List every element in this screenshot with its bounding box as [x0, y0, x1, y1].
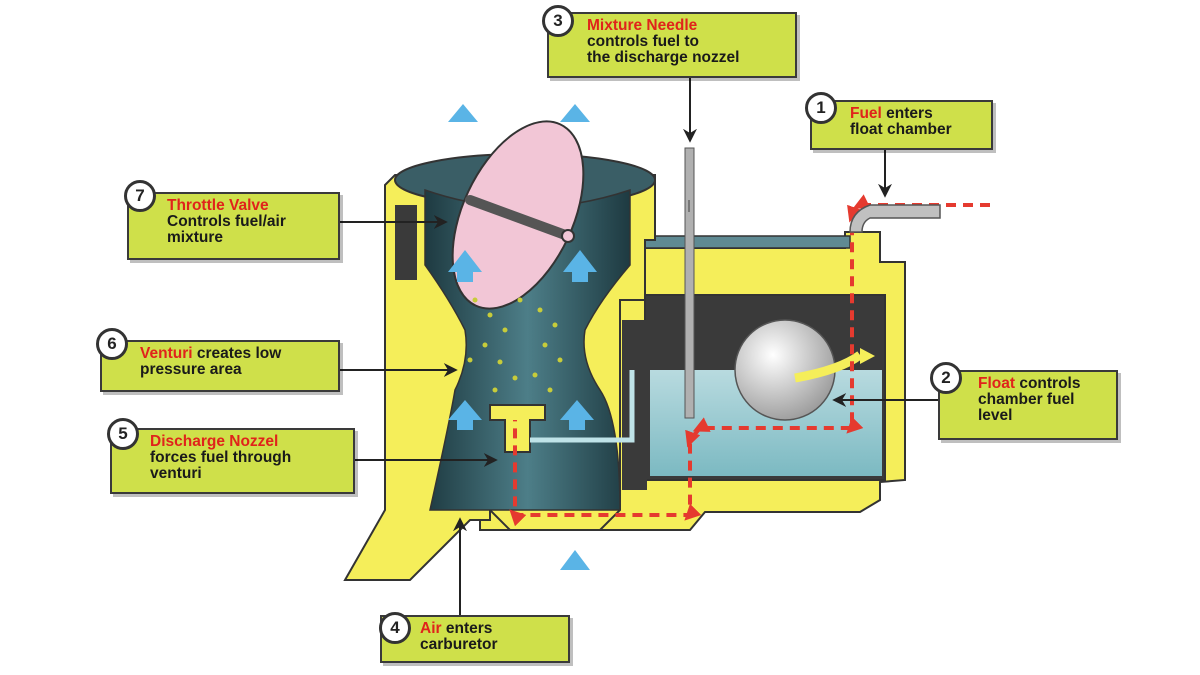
- label-keyword: Mixture Needle: [587, 17, 698, 34]
- label-air: Air enters carburetor: [380, 615, 570, 663]
- air-arrow: [563, 250, 597, 282]
- label-text: level: [978, 407, 1013, 424]
- step-number-badge: 5: [107, 418, 139, 450]
- step-number-badge: 1: [805, 92, 837, 124]
- label-keyword: Fuel: [850, 105, 882, 122]
- label-text: forces fuel through: [150, 449, 292, 466]
- label-discharge-nozzel: Discharge Nozzel forces fuel through ven…: [110, 428, 355, 494]
- label-mixture-needle: Mixture Needle controls fuel to the disc…: [547, 12, 797, 78]
- air-flow-arrows: [448, 104, 597, 570]
- label-text: Controls fuel/air: [167, 213, 286, 230]
- air-arrow: [560, 550, 590, 570]
- step-number-badge: 2: [930, 362, 962, 394]
- label-float: Float controls chamber fuel level: [938, 370, 1118, 440]
- label-text: float chamber: [850, 121, 952, 138]
- label-venturi: Venturi creates low pressure area: [100, 340, 340, 392]
- label-text: chamber fuel: [978, 391, 1075, 408]
- label-throttle-valve: Throttle Valve Controls fuel/air mixture: [127, 192, 340, 260]
- air-arrow: [448, 250, 482, 282]
- mixture-needle: [684, 147, 695, 419]
- label-text: enters: [881, 105, 933, 122]
- label-text: creates low: [192, 345, 282, 362]
- label-text: the discharge nozzel: [587, 49, 740, 66]
- label-text: enters: [441, 620, 493, 637]
- leader-lines: [340, 78, 938, 615]
- label-keyword: Throttle Valve: [167, 197, 269, 214]
- air-arrow: [448, 400, 482, 430]
- air-arrow: [448, 104, 478, 122]
- step-number-badge: 7: [124, 180, 156, 212]
- step-number-badge: 3: [542, 5, 574, 37]
- label-text: mixture: [167, 229, 223, 246]
- label-keyword: Float: [978, 375, 1016, 392]
- label-text: controls: [1015, 375, 1081, 392]
- label-keyword: Air: [420, 620, 442, 637]
- step-number-badge: 6: [96, 328, 128, 360]
- label-text: carburetor: [420, 636, 498, 653]
- label-fuel: Fuel enters float chamber: [810, 100, 993, 150]
- label-keyword: Venturi: [140, 345, 193, 362]
- air-arrow: [560, 104, 590, 122]
- step-number-badge: 4: [379, 612, 411, 644]
- fuel-flow-path: [509, 194, 990, 527]
- air-arrow: [560, 400, 594, 430]
- label-text: pressure area: [140, 361, 242, 378]
- label-text: controls fuel to: [587, 33, 699, 50]
- label-keyword: Discharge Nozzel: [150, 433, 279, 450]
- label-text: venturi: [150, 465, 202, 482]
